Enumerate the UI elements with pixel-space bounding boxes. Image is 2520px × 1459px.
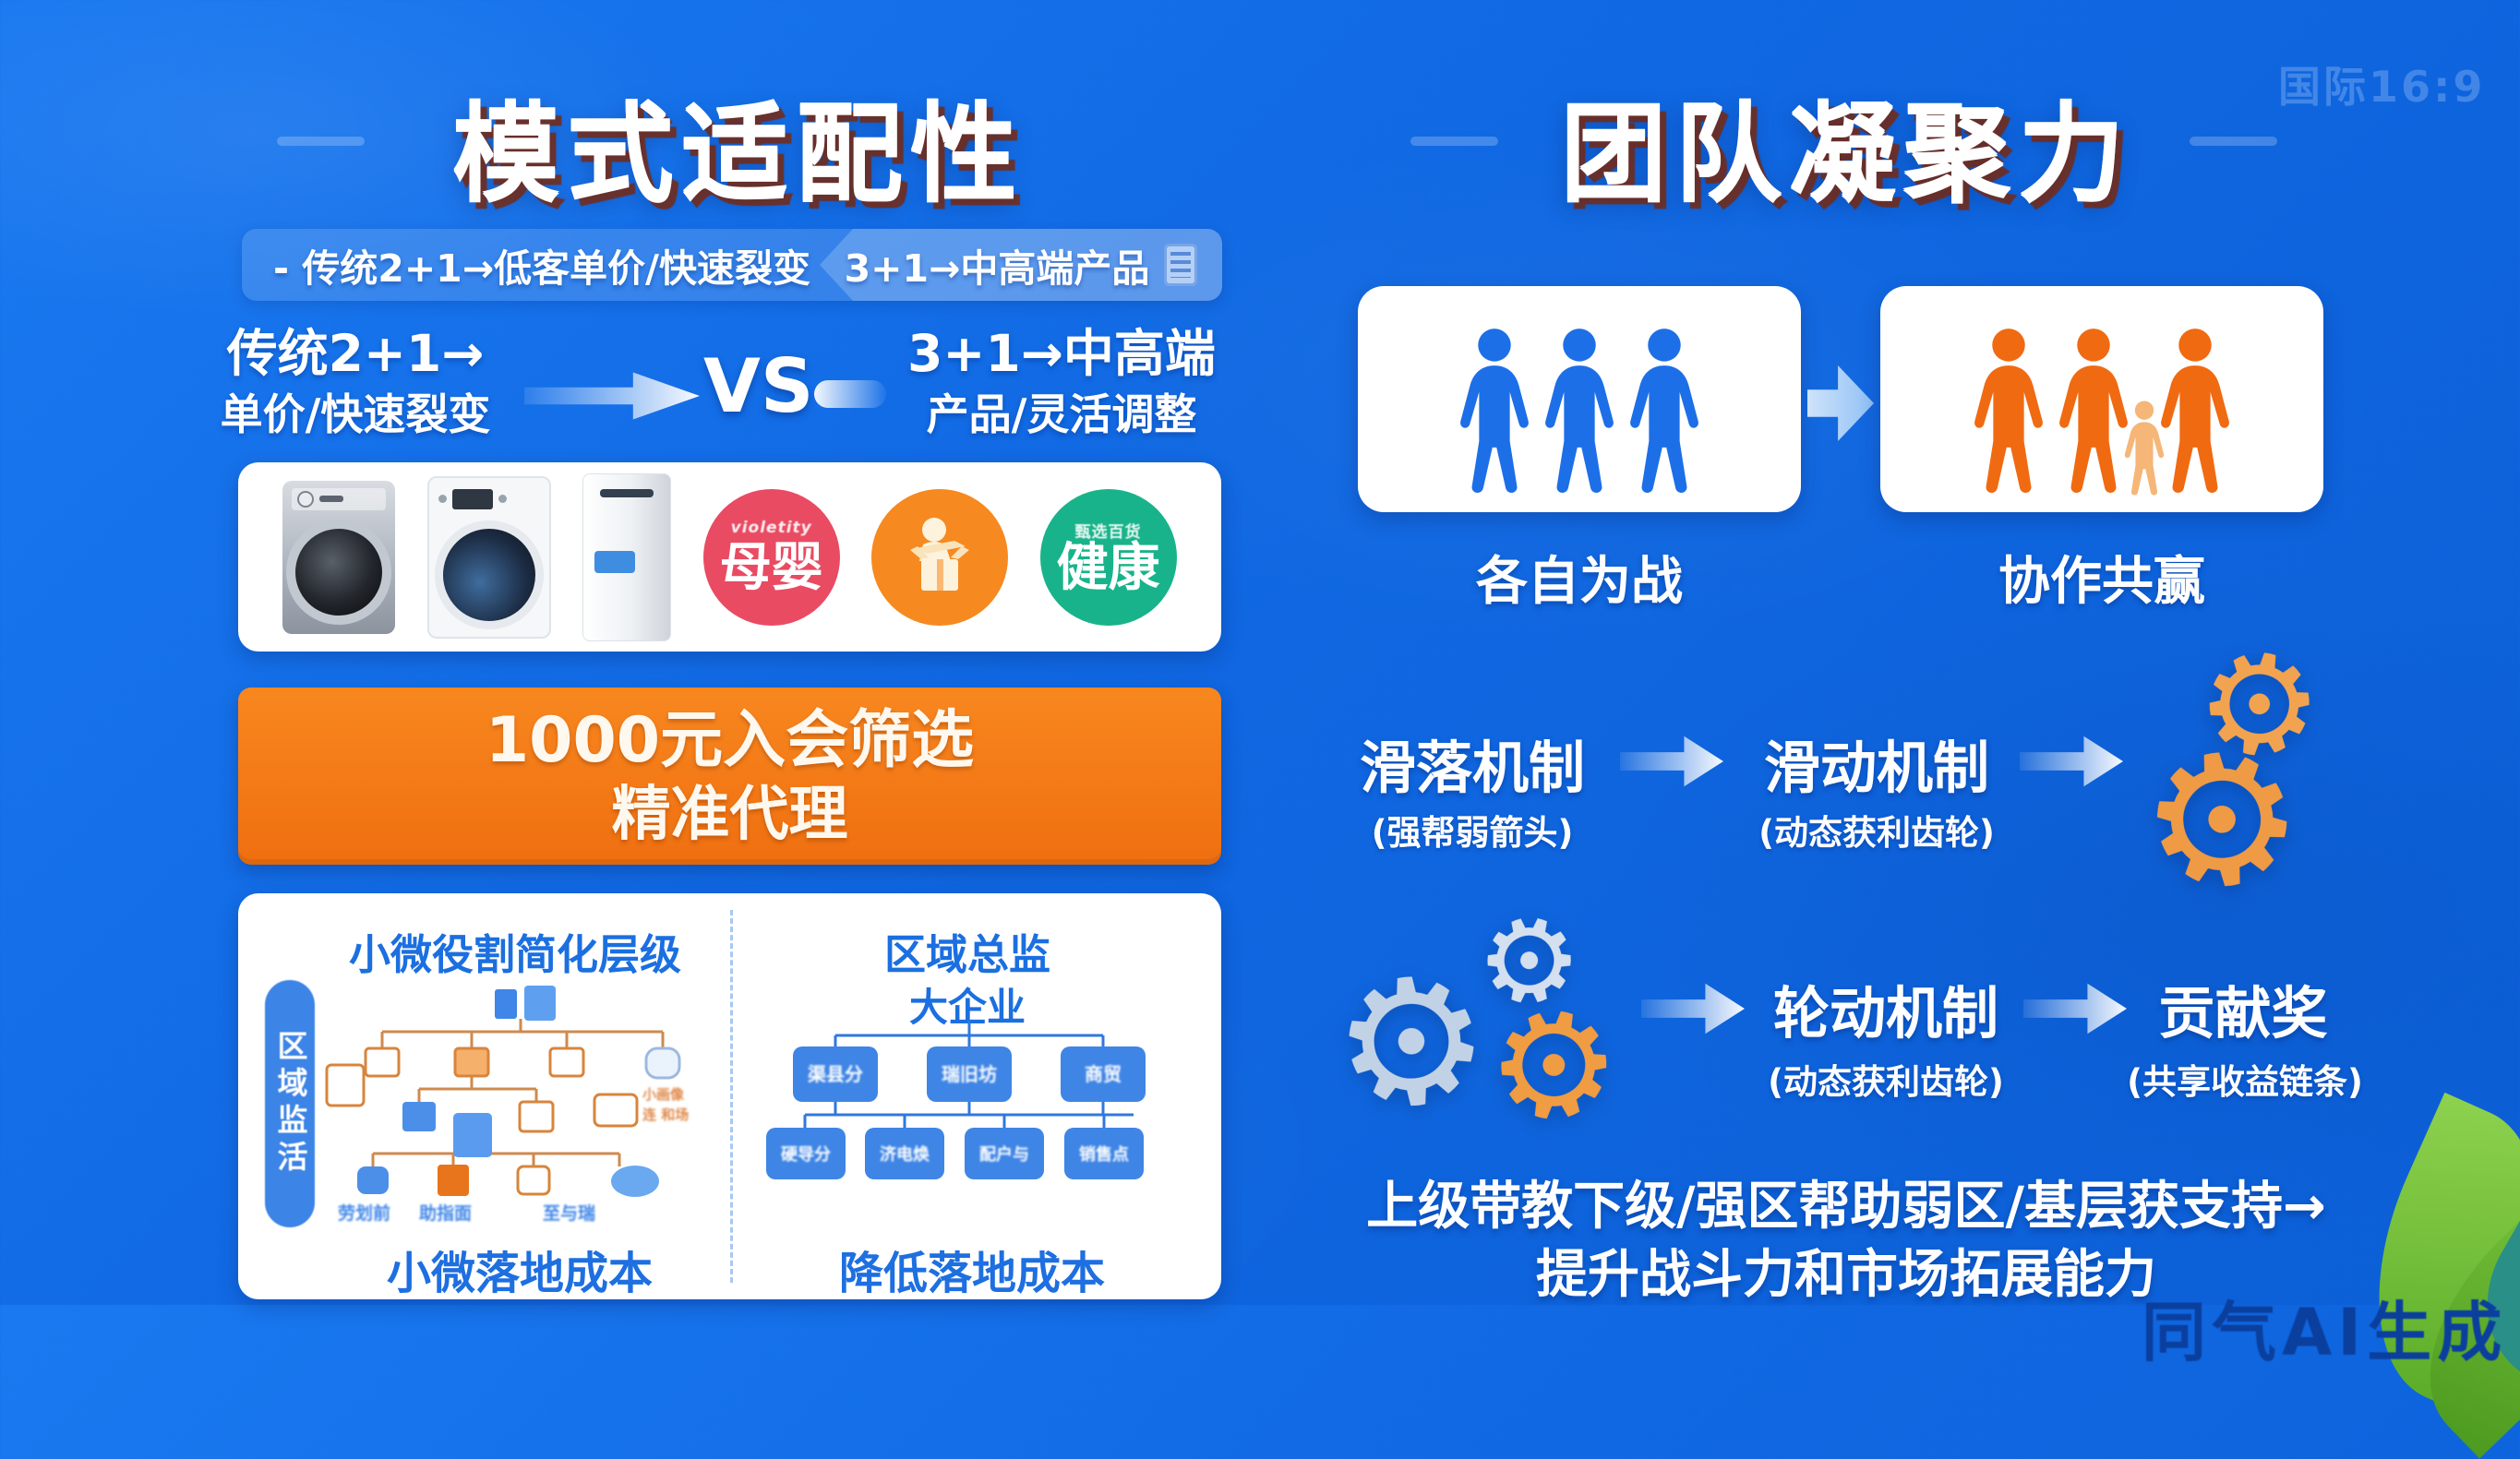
svg-text:配户与: 配户与 <box>979 1144 1029 1165</box>
svg-text:销售点: 销售点 <box>1079 1144 1129 1165</box>
svg-text:硬导分: 硬导分 <box>781 1145 831 1165</box>
category-circle-delivery <box>871 488 1009 626</box>
mech2-subtitle: (动态获利齿轮) <box>1758 813 1995 853</box>
tree-note: 小画像 <box>642 1086 685 1103</box>
circle-tiny-text: violetity <box>730 518 812 537</box>
three-people-orange-icon <box>1966 324 2238 499</box>
banner-left-text: - 传统2+1→低客单价/快速裂变 <box>273 246 811 291</box>
offer-line1: 1000元入会筛选 <box>485 704 975 777</box>
right-arrow-icon <box>2023 983 2127 1034</box>
title-dash <box>1410 137 1498 146</box>
right-arrow-icon <box>2020 735 2123 787</box>
circle-tiny-text: 甄选百货 <box>1074 522 1142 542</box>
svg-text:济电焕: 济电焕 <box>880 1144 930 1165</box>
person-with-box-icon <box>910 517 970 591</box>
arrow-bar-icon <box>814 380 886 408</box>
aspect-ratio-watermark: 国际16:9 <box>2278 62 2486 112</box>
circle-label: 健康 <box>1056 537 1160 598</box>
dashed-divider <box>730 910 733 1283</box>
team-box-individual <box>1358 286 1801 512</box>
banner-right-text: 3+1→中高端产品 <box>844 246 1150 291</box>
gears-cluster-icon: ⚙ ⚙ ⚙ <box>1323 882 1638 1166</box>
left-org-chart <box>325 986 681 1197</box>
offer-line2: 精准代理 <box>611 781 848 849</box>
right-org-chart: 渠县分 瑞旧坊 商贸 硬导分 济电焕 配户与 销售点 <box>766 1021 1146 1179</box>
right-section-title: 团队凝聚力 <box>1560 91 2132 216</box>
right-arrow-icon <box>1807 365 1874 441</box>
title-dash <box>277 137 365 146</box>
mech1-subtitle: (强帮弱箭头) <box>1371 813 1574 853</box>
three-people-blue-icon <box>1452 324 1707 499</box>
products-box: violetity 母婴 甄选百货 健康 <box>238 462 1221 652</box>
mech4-subtitle: (共享收益链条) <box>2127 1062 2363 1102</box>
mech3-subtitle: (动态获利齿轮) <box>1768 1062 2004 1102</box>
vs-right-line1: 3+1→中高端 <box>907 324 1216 383</box>
banner-right-arrow: 3+1→中高端产品 <box>820 229 1222 301</box>
generator-watermark: 同气AI生成 <box>2142 1295 2508 1370</box>
right-tree-caption: 降低落地成本 <box>838 1248 1105 1299</box>
vs-left-line2: 单价/快速裂变 <box>220 389 491 439</box>
tree-label: 至与瑞 <box>543 1203 596 1224</box>
title-dash <box>2190 137 2277 146</box>
washing-machine-silver <box>282 480 396 634</box>
child-figure-icon <box>2124 401 2165 496</box>
right-tree-root: 大企业 <box>908 985 1026 1030</box>
category-circle-mother-baby: violetity 母婴 <box>702 488 840 626</box>
vs-right-text: 3+1→中高端 产品/灵活调整 <box>886 321 1237 443</box>
vs-label: VS <box>703 343 814 429</box>
circle-label: 母婴 <box>719 537 823 598</box>
structure-right-title: 区域总监 <box>883 930 1050 979</box>
mech2-title: 滑动机制 <box>1763 735 1989 801</box>
washing-machine-white <box>426 475 551 639</box>
mech1-title: 滑落机制 <box>1359 735 1585 801</box>
left-tree-caption: 小微落地成本 <box>386 1248 653 1299</box>
caption-collaboration: 协作共赢 <box>1998 552 2205 612</box>
gears-orange-icon: ⚙ ⚙ <box>2126 614 2337 938</box>
structure-box: 小微役割简化层级 区域总监 区域监活 劳划前 助指面 至与瑞 小画像 连 和场 … <box>238 893 1221 1299</box>
left-section-title: 模式适配性 <box>452 91 1025 216</box>
svg-text:瑞旧坊: 瑞旧坊 <box>942 1063 997 1085</box>
mech3-title: 轮动机制 <box>1772 981 1998 1046</box>
tree-label: 劳划前 <box>338 1203 391 1224</box>
region-side-pill: 区域监活 <box>265 980 315 1227</box>
summary-line2: 提升战斗力和市场拓展能力 <box>1536 1245 2156 1305</box>
structure-left-title: 小微役割简化层级 <box>348 930 681 979</box>
vs-right-line2: 产品/灵活调整 <box>926 389 1197 439</box>
tree-note: 连 和场 <box>642 1106 690 1123</box>
caption-individual: 各自为战 <box>1476 552 1683 612</box>
svg-text:渠县分: 渠县分 <box>808 1063 863 1085</box>
comparison-banner: - 传统2+1→低客单价/快速裂变 3+1→中高端产品 <box>242 229 1222 301</box>
mech4-title: 贡献奖 <box>2158 981 2328 1046</box>
vs-left-line1: 传统2+1→ <box>226 324 485 383</box>
summary-line1: 上级带教下级/强区帮助弱区/基层获支持→ <box>1366 1177 2326 1237</box>
membership-offer-banner: 1000元入会筛选 精准代理 <box>238 688 1221 865</box>
right-arrow-icon <box>1620 735 1723 787</box>
right-arrow-icon <box>524 372 700 420</box>
clipboard-icon <box>1164 244 1198 286</box>
vs-left-text: 传统2+1→ 单价/快速裂变 <box>185 321 526 443</box>
team-box-collaboration <box>1880 286 2323 512</box>
water-purifier <box>582 472 672 641</box>
svg-text:商贸: 商贸 <box>1085 1063 1122 1085</box>
tree-label: 助指面 <box>419 1203 473 1224</box>
category-circle-health: 甄选百货 健康 <box>1039 488 1177 626</box>
